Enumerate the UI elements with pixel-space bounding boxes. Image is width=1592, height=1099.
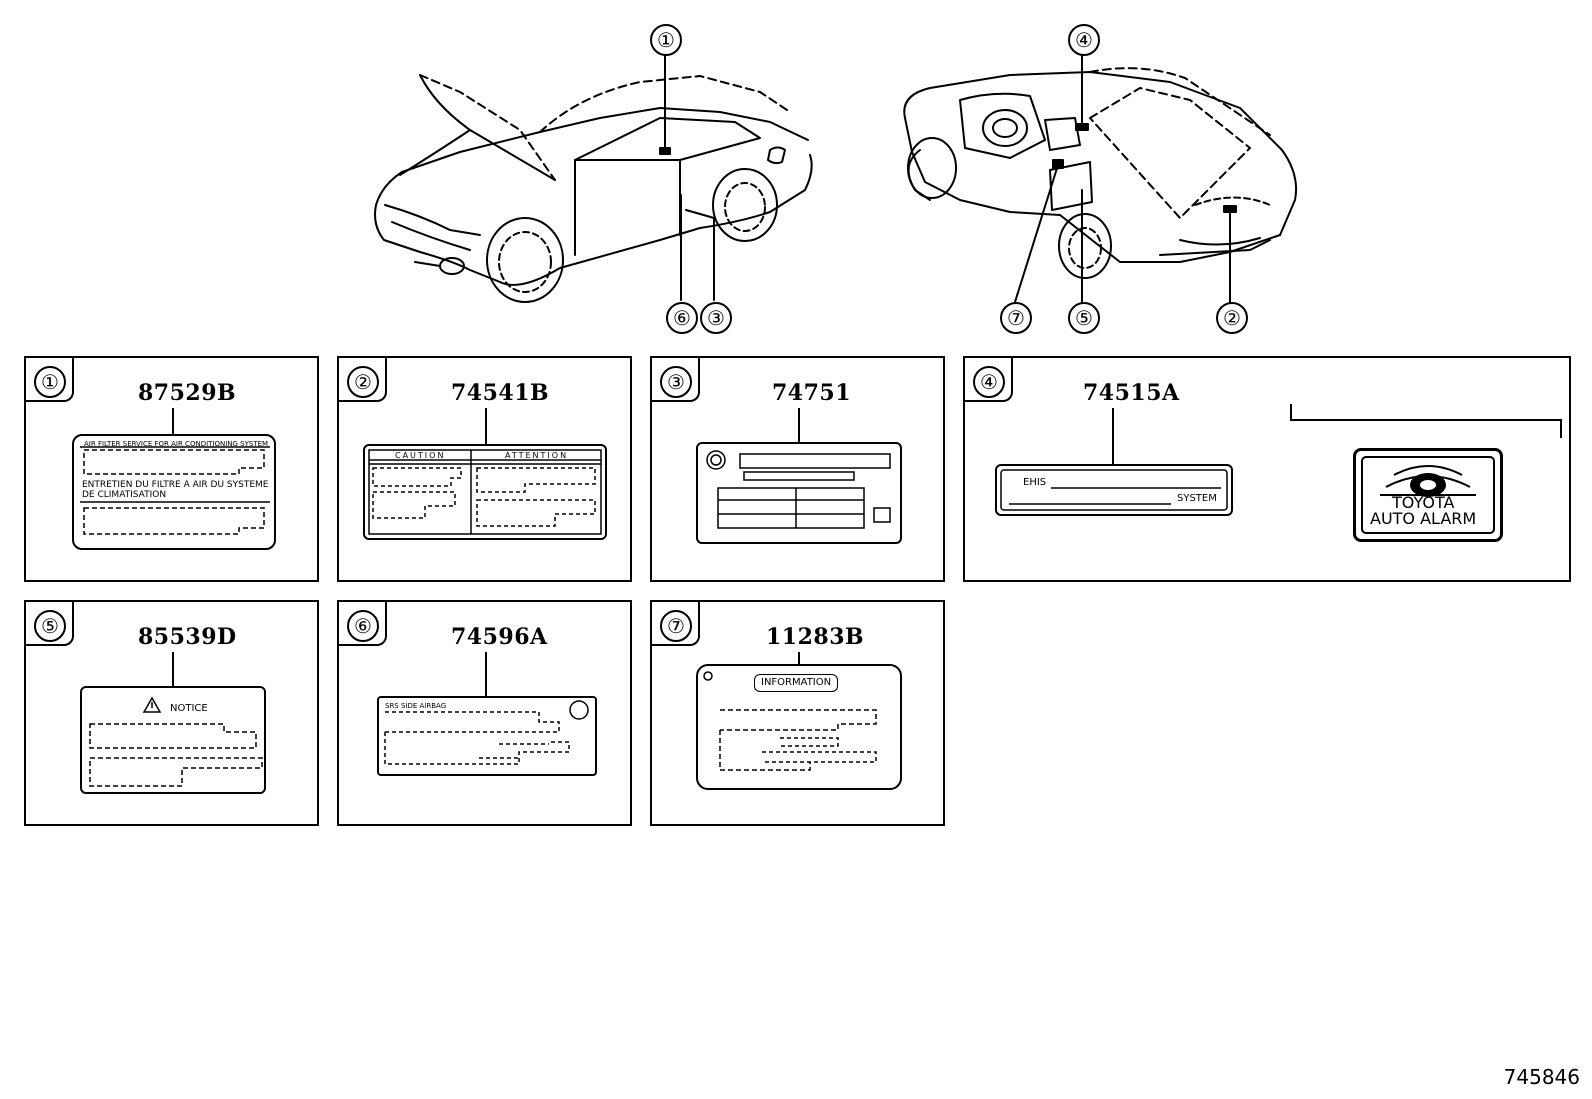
panel-number-text: ① xyxy=(34,366,66,398)
callout-7: ⑦ xyxy=(1000,302,1032,334)
leader-line xyxy=(798,652,800,666)
leader-line xyxy=(172,652,174,686)
part-number: 74751 xyxy=(772,380,852,406)
panel-tab xyxy=(965,358,1013,402)
leader-line xyxy=(172,408,174,434)
alarm-line-1: TOYOTA xyxy=(1392,493,1455,512)
callout-4: ④ xyxy=(1068,24,1100,56)
panel-11283b: ⑦ 11283B INFORMATION xyxy=(650,600,945,826)
panel-74515a: ④ 74515A EHIS SYSTEM TOYOTA xyxy=(963,356,1571,582)
part-number: 87529B xyxy=(138,380,237,406)
label-info-text: INFORMATION xyxy=(754,674,839,692)
panel-tab xyxy=(339,358,387,402)
diagram-id: 745846 xyxy=(1503,1065,1580,1089)
label-attention: ATTENTION xyxy=(505,451,569,460)
label-system: SYSTEM xyxy=(1177,493,1217,504)
label-caution-attention: CAUTION ATTENTION xyxy=(363,444,607,540)
callout-6: ⑥ xyxy=(666,302,698,334)
label-srs-side-airbag: SRS SIDE AIRBAG xyxy=(377,696,597,776)
callout-3: ③ xyxy=(700,302,732,334)
label-ehis-system: EHIS SYSTEM xyxy=(995,464,1233,516)
panel-number-text: ⑥ xyxy=(347,610,379,642)
panel-tab xyxy=(26,358,74,402)
panel-tab xyxy=(652,358,700,402)
label-body xyxy=(384,700,589,765)
label-caution: CAUTION xyxy=(395,451,446,460)
label-line: ENTRETIEN DU FILTRE A AIR DU SYSTEME xyxy=(82,480,269,490)
panel-tab xyxy=(339,602,387,646)
part-number: 11283B xyxy=(766,624,865,650)
label-body xyxy=(706,450,891,529)
part-number: 74515A xyxy=(1083,380,1180,406)
car-left-drawing xyxy=(374,51,813,303)
callout-1: ① xyxy=(650,24,682,56)
panel-number: ④ xyxy=(973,366,1005,398)
alarm-emblem xyxy=(1361,456,1495,534)
panel-number: ⑤ xyxy=(34,610,66,642)
panel-number-text: ⑦ xyxy=(660,610,692,642)
car-right-drawing xyxy=(903,51,1298,303)
part-number: 85539D xyxy=(138,624,237,650)
panel-74541b: ② 74541B CAUTION ATTENTION xyxy=(337,356,632,582)
panel-87529b: ① 87529B AIR FILTER SERVICE FOR AIR COND… xyxy=(24,356,319,582)
panel-tab xyxy=(652,602,700,646)
panel-number-text: ⑤ xyxy=(34,610,66,642)
callout-5: ⑤ xyxy=(1068,302,1100,334)
leader-line xyxy=(485,408,487,444)
panel-number: ⑥ xyxy=(347,610,379,642)
panel-74596a: ⑥ 74596A SRS SIDE AIRBAG xyxy=(337,600,632,826)
panel-number: ② xyxy=(347,366,379,398)
label-ehis: EHIS xyxy=(1023,477,1047,488)
panel-number: ⑦ xyxy=(660,610,692,642)
panel-number-text: ④ xyxy=(973,366,1005,398)
panel-tab xyxy=(26,602,74,646)
panel-number: ③ xyxy=(660,366,692,398)
label-srs: SRS SIDE AIRBAG xyxy=(385,702,447,710)
part-number: 74596A xyxy=(451,624,548,650)
label-body xyxy=(89,696,263,787)
label-information: INFORMATION xyxy=(696,664,902,790)
part-number: 74541B xyxy=(451,380,550,406)
panel-number: ① xyxy=(34,366,66,398)
panel-number-text: ② xyxy=(347,366,379,398)
label-body xyxy=(703,671,877,771)
leader-line xyxy=(485,652,487,698)
panel-74751: ③ 74751 xyxy=(650,356,945,582)
alarm-line-2: AUTO ALARM xyxy=(1370,509,1477,528)
label-air-filter: AIR FILTER SERVICE FOR AIR CONDITIONING … xyxy=(72,434,276,550)
label-line: AIR FILTER SERVICE FOR AIR CONDITIONING … xyxy=(84,440,269,448)
panel-85539d: ⑤ 85539D NOTICE xyxy=(24,600,319,826)
label-body xyxy=(1000,469,1228,511)
label-auto-alarm: TOYOTA AUTO ALARM xyxy=(1353,448,1503,542)
label-line: DE CLIMATISATION xyxy=(82,490,167,500)
callout-2: ② xyxy=(1216,302,1248,334)
label-tire-info xyxy=(696,442,902,544)
label-notice-text: NOTICE xyxy=(170,703,208,714)
label-text-lines xyxy=(80,446,270,535)
label-notice: NOTICE xyxy=(80,686,266,794)
leader-line xyxy=(798,408,800,444)
leader-lines xyxy=(1112,404,1562,466)
label-body xyxy=(368,449,602,535)
panel-number-text: ③ xyxy=(660,366,692,398)
